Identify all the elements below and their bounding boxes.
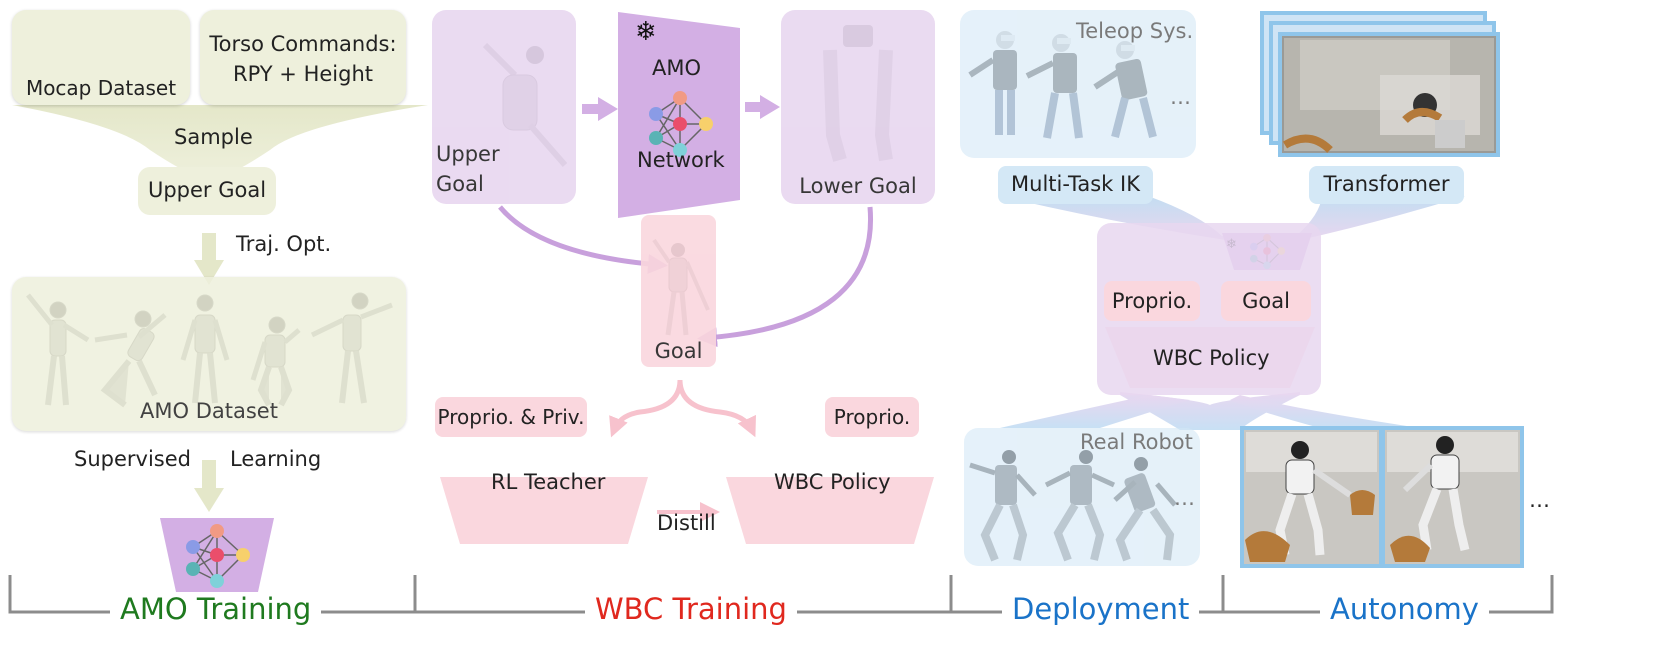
amo-label: AMO xyxy=(652,56,702,80)
arrow-upper-to-amo xyxy=(598,97,618,121)
upper-goal-panel: Upper Goal xyxy=(432,10,576,204)
arrow-goal-to-teacher xyxy=(609,379,683,438)
phase-autonomy: Autonomy xyxy=(1320,592,1489,626)
deploy-proprio-label: Proprio. xyxy=(1111,289,1193,313)
phase-deployment: Deployment xyxy=(1002,592,1200,626)
deploy-proprio-box: Proprio. xyxy=(1104,281,1200,321)
transformer-box: Transformer xyxy=(1309,166,1464,204)
phase-amo-training: AMO Training xyxy=(110,592,322,626)
camera-frame-image xyxy=(1260,11,1500,157)
sample-funnel xyxy=(12,105,428,178)
arrow-amo-to-lower xyxy=(760,95,780,119)
proprio-box: Proprio. xyxy=(825,397,919,437)
network-label: Network xyxy=(637,148,725,172)
proprio-priv-label: Proprio. & Priv. xyxy=(437,405,585,429)
teleop-ellipsis: … xyxy=(1170,85,1191,109)
real-robot-panel: Real Robot … xyxy=(964,428,1200,566)
phase-wbc-training: WBC Training xyxy=(585,592,797,626)
upper-goal-label: Upper Goal xyxy=(147,178,267,202)
output-funnel-right xyxy=(1230,395,1420,428)
arrow-lower-to-goal xyxy=(697,206,874,348)
autonomy-ellipsis: … xyxy=(1529,488,1550,512)
output-funnel-left xyxy=(1000,395,1190,428)
proprio-label: Proprio. xyxy=(833,405,911,429)
arrow-goal-to-policy xyxy=(677,379,756,438)
sample-label: Sample xyxy=(174,125,253,149)
neural-network-icon xyxy=(186,524,250,588)
wbc-policy-label: WBC Policy xyxy=(774,470,891,494)
real-robot-label: Real Robot xyxy=(1080,430,1193,454)
proprio-priv-box: Proprio. & Priv. xyxy=(435,397,587,437)
mocap-dataset-label: Mocap Dataset xyxy=(25,76,177,100)
amo-network-box xyxy=(618,12,740,218)
goal-label: Goal xyxy=(654,339,703,363)
upper-goal-line1: Upper xyxy=(436,142,500,166)
amo-dataset-label: AMO Dataset xyxy=(140,399,278,423)
supervised-label: Supervised xyxy=(74,447,191,471)
deploy-goal-box: Goal xyxy=(1221,281,1311,321)
upper-goal-box: Upper Goal xyxy=(138,167,276,215)
distill-label: Distill xyxy=(657,511,716,535)
learning-label: Learning xyxy=(230,447,322,471)
deploy-goal-label: Goal xyxy=(1242,289,1290,313)
torso-commands-line1: Torso Commands: xyxy=(209,32,397,56)
teleop-label: Teleop Sys. xyxy=(1076,19,1194,43)
rl-teacher-trapezoid xyxy=(440,477,648,544)
snowflake-icon: ❄ xyxy=(635,17,657,47)
goal-panel: Goal xyxy=(641,215,716,367)
wbc-policy-trapezoid xyxy=(726,477,934,544)
lower-goal-panel: Lower Goal xyxy=(781,10,935,204)
amo-dataset-box: AMO Dataset xyxy=(12,277,406,431)
multitask-ik-box: Multi-Task IK xyxy=(998,166,1153,204)
input-funnel xyxy=(1000,196,1465,240)
multitask-ik-label: Multi-Task IK xyxy=(1011,172,1140,196)
neural-network-icon xyxy=(649,91,713,157)
camera-frame-image xyxy=(1240,426,1524,568)
teleop-system-panel: Teleop Sys. … xyxy=(960,10,1196,158)
upper-goal-line2: Goal xyxy=(436,172,484,196)
real-robot-ellipsis: … xyxy=(1174,486,1195,510)
distill-arrow xyxy=(700,502,720,522)
arrow-upper-to-goal xyxy=(498,205,668,274)
deploy-wbc-policy-label: WBC Policy xyxy=(1153,346,1270,370)
torso-commands-line2: RPY + Height xyxy=(233,62,373,86)
transformer-label: Transformer xyxy=(1323,172,1450,196)
traj-opt-label: Traj. Opt. xyxy=(236,232,332,256)
rl-teacher-label: RL Teacher xyxy=(491,470,606,494)
lower-goal-label: Lower Goal xyxy=(799,174,917,198)
torso-commands-box: Torso Commands: RPY + Height xyxy=(200,10,406,105)
mocap-dataset-box: Mocap Dataset xyxy=(12,10,190,105)
